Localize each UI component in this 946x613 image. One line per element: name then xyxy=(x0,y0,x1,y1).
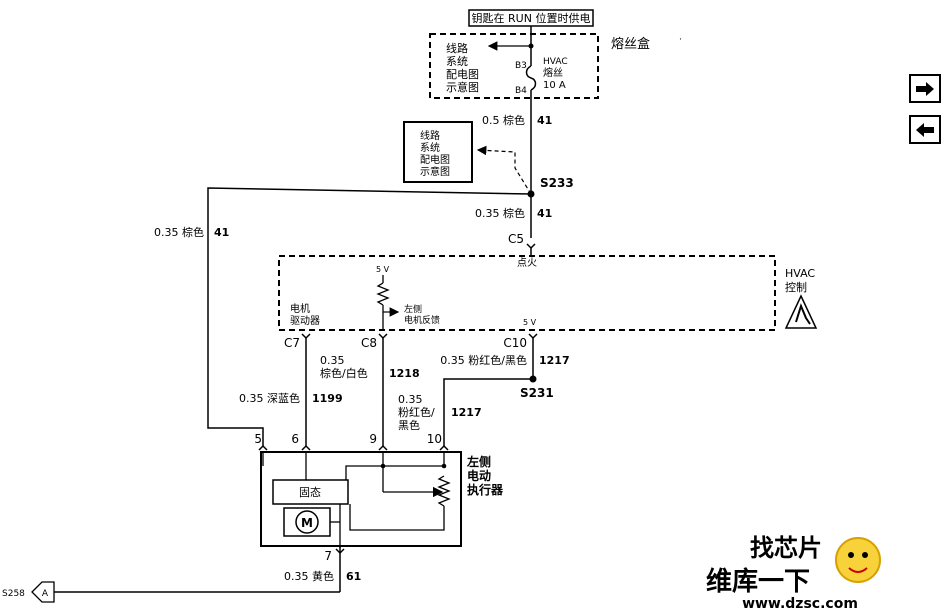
hvac-control-outline xyxy=(278,255,776,331)
svg-text:示意图: 示意图 xyxy=(446,80,479,94)
feedback-resistor-symbol xyxy=(376,282,390,306)
actuator-pin-9: 9 xyxy=(369,432,377,446)
actuator-pin-7: 7 xyxy=(324,549,332,563)
v5-top-label: 5 V xyxy=(376,265,390,274)
svg-text:维库一下: 维库一下 xyxy=(706,566,810,597)
svg-text:系统: 系统 xyxy=(446,55,468,68)
hvac-control-title-2: 控制 xyxy=(785,280,807,294)
wire-c7-circuit: 1199 xyxy=(312,392,343,405)
arrow-right-icon xyxy=(916,81,934,96)
wire-w1-label: 0.5 棕色 xyxy=(482,113,525,127)
esd-warning-icon xyxy=(784,294,818,329)
ref-wiring-link xyxy=(476,145,532,195)
actuator-pin-5: 5 xyxy=(254,432,262,446)
wire-c10-circuit: 1217 xyxy=(539,354,570,367)
ref-wiring-text: 线路 系统 配电图 示意图 xyxy=(420,129,450,178)
splice-s233-label: S233 xyxy=(540,176,574,190)
actuator-title-1: 左侧 xyxy=(466,454,491,469)
svg-text:配电图: 配电图 xyxy=(446,68,479,81)
svg-text:系统: 系统 xyxy=(420,141,440,154)
svg-text:线路: 线路 xyxy=(420,129,440,142)
wire-pin7-circuit: 61 xyxy=(346,570,361,583)
previous-page-button[interactable] xyxy=(909,115,941,144)
wire-w1-circuit: 41 xyxy=(537,114,552,127)
connector-c10: C10 xyxy=(503,336,527,350)
svg-text:M: M xyxy=(301,516,313,530)
wire-c10-label: 0.35 粉红色/黑色 xyxy=(440,353,527,367)
wire-w2-label: 0.35 棕色 xyxy=(475,206,525,220)
svg-text:示意图: 示意图 xyxy=(420,165,450,178)
solid-state-block xyxy=(272,479,349,505)
svg-text:线路: 线路 xyxy=(446,41,468,55)
wire-c8-gauge: 0.35 xyxy=(320,354,345,367)
wire-pin10-circuit: 1217 xyxy=(451,406,482,419)
actuator-pin-10: 10 xyxy=(427,432,442,446)
fuse-pin-b3: B3 xyxy=(515,61,527,71)
fuse-box-outline xyxy=(429,33,599,99)
s258-connector-arrow: A xyxy=(31,581,55,603)
v5-c10-label: 5 V xyxy=(523,318,537,327)
hvac-fuse-symbol xyxy=(525,65,537,91)
motor-icon: M xyxy=(283,507,331,537)
actuator-title-3: 执行器 xyxy=(467,482,504,497)
feedback-label-1: 左侧 xyxy=(404,303,422,315)
actuator-potentiometer-symbol xyxy=(437,475,451,507)
actuator-title-2: 电动 xyxy=(467,468,491,483)
splice-s258-label: S258 xyxy=(2,589,25,599)
wire-pin10-color-1: 粉红色/ xyxy=(398,405,435,419)
wire-c8-color: 棕色/白色 xyxy=(320,366,368,380)
actuator-outline xyxy=(260,451,462,547)
fuse-box-ref-text: 线路 系统 配电图 示意图 xyxy=(446,41,479,94)
power-source-label: 钥匙在 RUN 位置时供电 xyxy=(468,9,594,27)
wire-w3-label: 0.35 棕色 xyxy=(154,225,204,239)
svg-text:钥匙在 RUN 位置时供电: 钥匙在 RUN 位置时供电 xyxy=(472,11,591,25)
fuse-word: 熔丝 xyxy=(543,66,563,79)
feedback-label-2: 电机反馈 xyxy=(404,314,440,326)
watermark-logo: 找芯片 维库一下 www.dzsc.com xyxy=(706,534,881,612)
svg-text:配电图: 配电图 xyxy=(420,153,450,166)
next-page-button[interactable] xyxy=(909,74,941,103)
wire-pin10-gauge: 0.35 xyxy=(398,393,423,406)
connector-c5-symbol xyxy=(526,243,536,250)
svg-text:找芯片: 找芯片 xyxy=(750,534,822,562)
ref-wiring-box xyxy=(403,121,473,183)
wire-c7-label: 0.35 深蓝色 xyxy=(239,391,300,405)
motor-driver-label-2: 驱动器 xyxy=(290,315,320,327)
svg-text:A: A xyxy=(42,589,49,599)
svg-text:www.dzsc.com: www.dzsc.com xyxy=(742,596,858,612)
wire-pin7-label: 0.35 黄色 xyxy=(284,569,334,583)
wire-c8-circuit: 1218 xyxy=(389,367,420,380)
fuse-rating: 10 A xyxy=(543,80,566,91)
fuse-box-label: 熔丝盒 xyxy=(611,36,650,52)
connector-c8: C8 xyxy=(361,336,377,350)
fuse-pin-b4: B4 xyxy=(515,86,527,96)
fuse-name: HVAC xyxy=(543,57,568,67)
wire-s233-to-pin5 xyxy=(207,187,532,446)
wire-w2-circuit: 41 xyxy=(537,207,552,220)
wire-pin10-color-2: 黑色 xyxy=(398,418,420,432)
ignition-label: 点火 xyxy=(517,257,537,269)
connector-c5: C5 xyxy=(508,232,524,246)
wire-w3-circuit: 41 xyxy=(214,226,229,239)
stray-mark: · xyxy=(679,35,682,45)
solid-state-label: 固态 xyxy=(299,486,321,499)
hvac-control-title-1: HVAC xyxy=(785,267,815,280)
motor-driver-label-1: 电机 xyxy=(290,302,310,315)
arrow-left-icon xyxy=(916,122,934,137)
splice-s231-label: S231 xyxy=(520,386,554,400)
connector-c7: C7 xyxy=(284,336,300,350)
actuator-pin-6: 6 xyxy=(291,432,299,446)
wire-s231-to-pin10 xyxy=(443,378,533,446)
